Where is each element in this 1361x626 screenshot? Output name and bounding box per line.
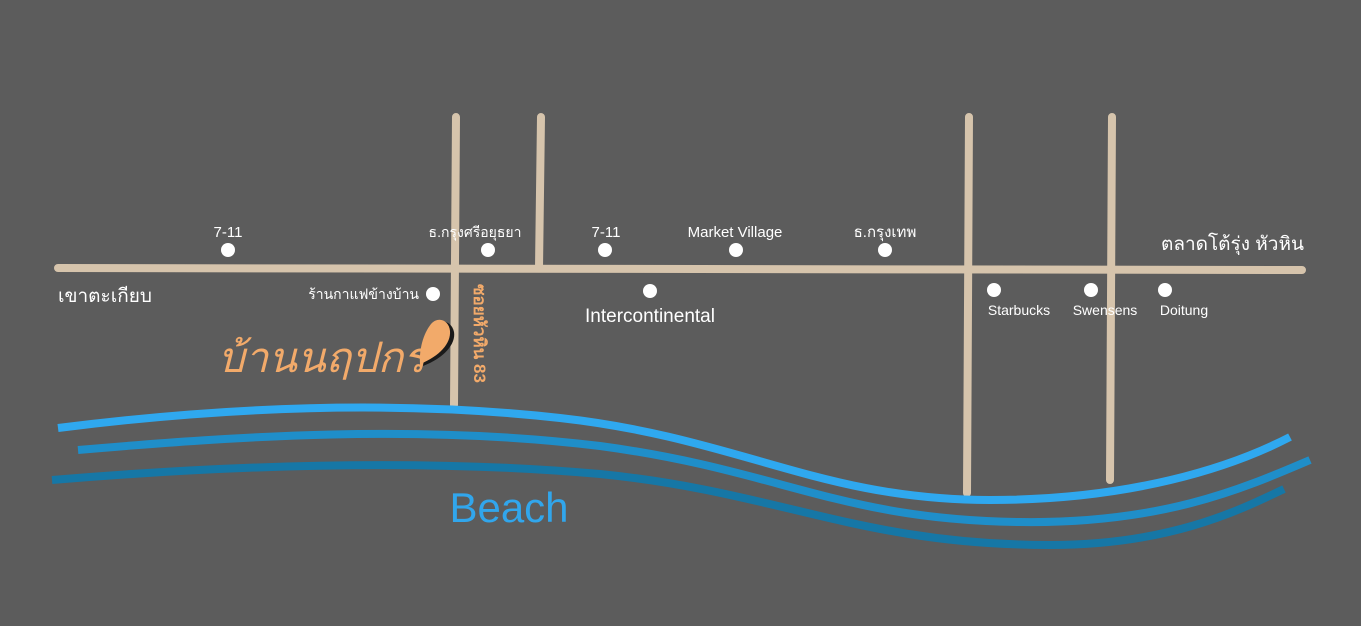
poi-label-intercontinental: Intercontinental [585,306,715,327]
poi-label-7-11-west: 7-11 [214,224,243,241]
destination-name: บ้านนฤปกร [218,333,430,382]
beach-label: Beach [449,484,568,531]
location-pin-icon [419,319,455,366]
poi-dot-starbucks [987,283,1001,297]
poi-label-7-11-mid: 7-11 [592,224,621,241]
poi-label-market-village: Market Village [688,224,783,241]
roads [54,113,1306,497]
poi-label-swensens: Swensens [1073,302,1138,318]
wave-light [57,403,1292,505]
side-street-1 [535,113,545,272]
poi-label-starbucks: Starbucks [988,302,1050,318]
poi-dot-doitung [1158,283,1172,297]
poi-label-krung-si: ธ.กรุงศรีอยุธยา [429,224,522,241]
poi-dots [221,243,1172,301]
poi-label-doitung: Doitung [1160,302,1208,318]
soi-hua-hin-83-road [450,113,460,409]
place-label-east: ตลาดโต้รุ่ง หัวหิน [1161,232,1304,256]
poi-dot-swensens [1084,283,1098,297]
side-street-3 [1106,113,1116,484]
poi-dot-coffee-shop [426,287,440,301]
beach-waves [51,403,1312,550]
side-street-2 [963,113,973,497]
poi-dot-7-11-west [221,243,235,257]
main-road [54,264,1306,274]
poi-dot-bangkok-bank [878,243,892,257]
poi-label-coffee-shop: ร้านกาแฟข้างบ้าน [308,286,419,302]
poi-dot-7-11-mid [598,243,612,257]
poi-dot-intercontinental [643,284,657,298]
place-label-west: เขาตะเกียบ [58,285,152,307]
poi-dot-krung-si [481,243,495,257]
soi-label: ซอยหัวหิน 83 [470,284,489,383]
poi-label-bangkok-bank: ธ.กรุงเทพ [854,224,917,242]
wave-mid [77,429,1312,527]
wave-dark [51,461,1286,550]
poi-dot-market-village [729,243,743,257]
